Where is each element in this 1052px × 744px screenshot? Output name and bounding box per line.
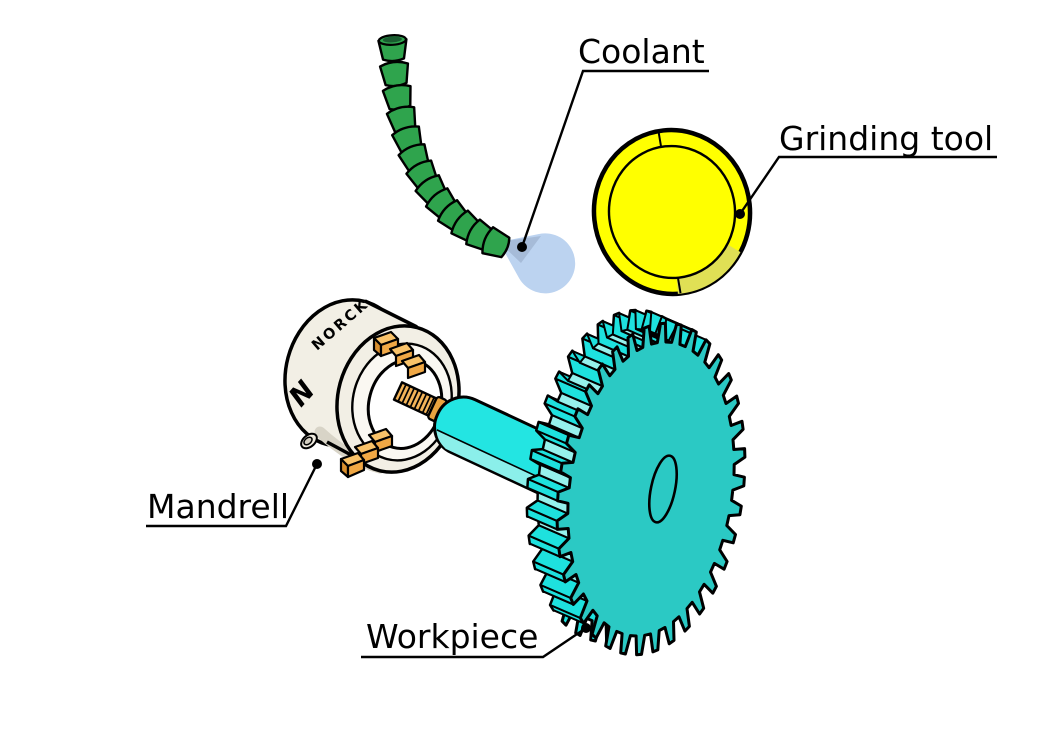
screw-threads xyxy=(397,383,435,415)
hose-segment xyxy=(481,226,511,259)
wheel-top-seam xyxy=(657,131,663,148)
workpiece-leader-dot xyxy=(581,623,591,633)
hose-mouth-opening xyxy=(382,36,402,43)
coolant-hose-icon xyxy=(377,34,511,259)
grinding-wheel xyxy=(591,127,753,297)
mandrel-chuck: NORCK N xyxy=(283,296,461,479)
wheel-bottom-seam xyxy=(676,277,682,294)
workpiece-leader-line xyxy=(361,627,587,659)
label-mandrell: Mandrell xyxy=(146,459,322,528)
jaw-face xyxy=(346,458,366,479)
mandrell-leader-dot xyxy=(312,459,322,469)
workpiece-label-text: Workpiece xyxy=(366,617,538,656)
mandrell-label-text: Mandrell xyxy=(147,487,289,526)
label-coolant: Coolant xyxy=(517,32,709,252)
label-grinding-tool: Grinding tool xyxy=(735,119,997,219)
wheel-rim-shading xyxy=(676,244,741,294)
grinding-tool-leader-line xyxy=(739,155,997,215)
label-workpiece: Workpiece xyxy=(361,617,591,659)
coolant-label-text: Coolant xyxy=(578,32,705,71)
mandrel-screw xyxy=(392,381,448,423)
hose-segment-body xyxy=(378,60,410,88)
gear-center-hole xyxy=(647,454,679,524)
hose-segment xyxy=(378,60,410,88)
mount-hole-inner xyxy=(303,436,313,446)
hose-segment xyxy=(377,34,408,63)
chuck-jaw-bottom xyxy=(339,427,394,479)
mandrell-leader-line xyxy=(146,463,319,528)
grinding-tool-label-text: Grinding tool xyxy=(779,119,993,158)
coolant-leader-line xyxy=(520,69,709,248)
grinding-tool-leader-dot xyxy=(735,209,745,219)
labels: Coolant Grinding tool Mandrell Workpiece xyxy=(146,32,997,659)
hose-segment-body xyxy=(481,226,511,259)
chuck-barrel-top-edge xyxy=(364,299,418,329)
chuck-mount-hole xyxy=(300,432,318,450)
chuck-jaw-top xyxy=(372,330,427,380)
coolant-leader-dot xyxy=(517,242,527,252)
workpiece-gear xyxy=(525,308,747,657)
wheel-outer-rim xyxy=(591,127,753,297)
jaw-face xyxy=(406,360,427,380)
coolant-spray xyxy=(499,233,576,294)
